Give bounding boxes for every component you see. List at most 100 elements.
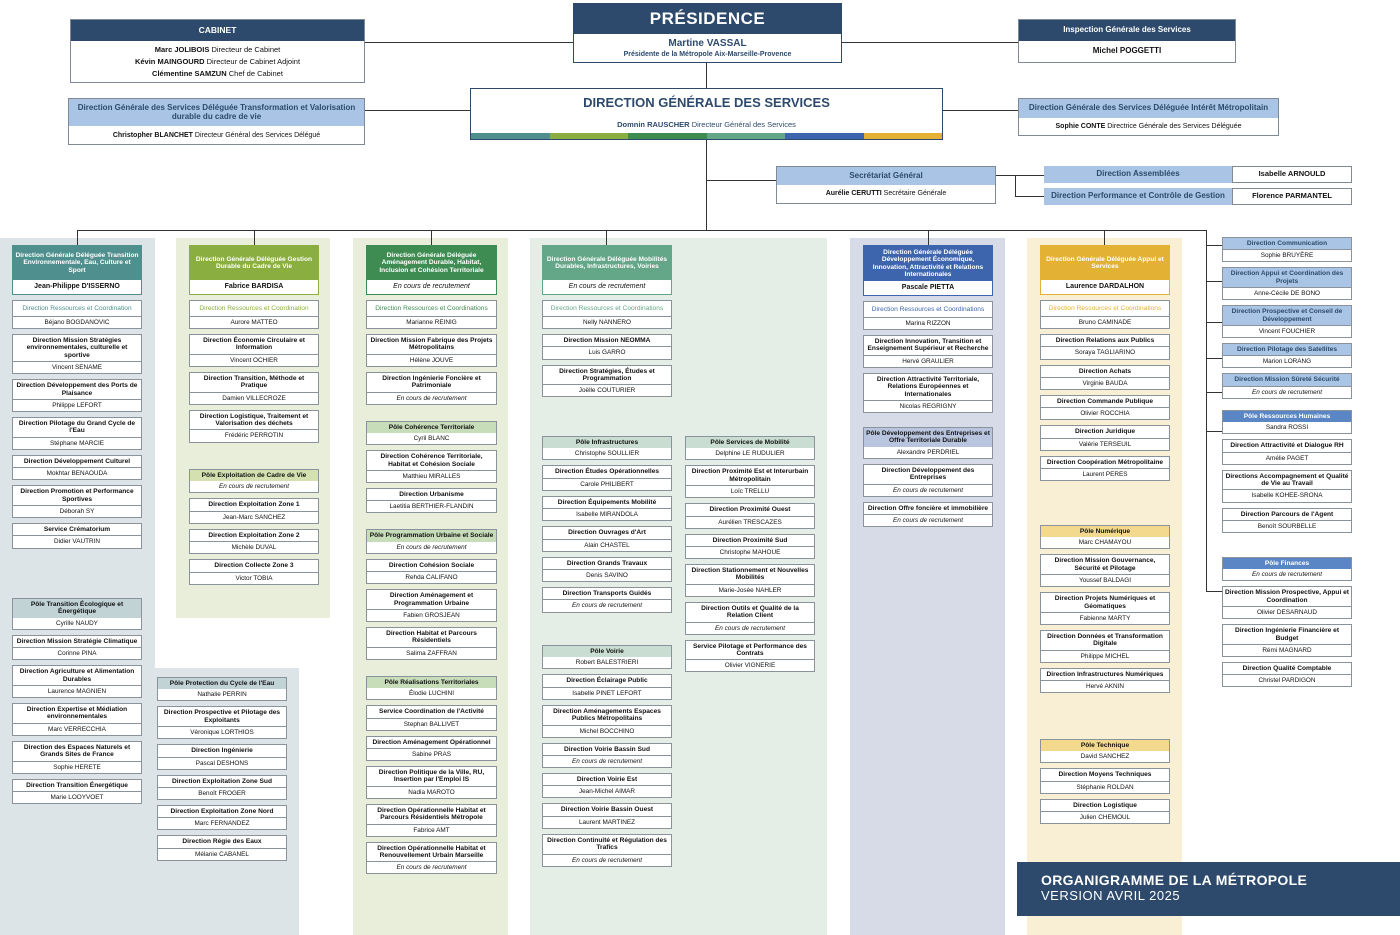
- c3-item-1: Direction Ingénierie Foncière et Patrimo…: [366, 371, 497, 405]
- c7-fin-person: En cours de recrutement: [1252, 571, 1322, 579]
- c7-item-2-person: Vincent FOUCHIER: [1258, 327, 1316, 335]
- dgsd-interet-role: Directrice Générale des Services Délégué…: [1107, 123, 1242, 131]
- c1-pole-title: Pôle Transition Écologique et Énergétiqu…: [13, 599, 141, 618]
- c3-pole-0-item-0-title: Direction Cohérence Territoriale, Habita…: [367, 451, 496, 471]
- c7-fin-item-1-person: Rémi MAGNARD: [1262, 646, 1312, 654]
- c7-item-3-title: Direction Pilotage des Satellites: [1223, 344, 1351, 357]
- c7-rh-item-2-title: Direction Parcours de l'Agent: [1223, 509, 1351, 521]
- cabinet-name-1: Marc JOLIBOIS: [154, 44, 210, 54]
- c6-tech-item-0-person: Stéphanie ROLDAN: [1076, 783, 1134, 791]
- c7-item-1: Direction Appui et Coordination des Proj…: [1222, 267, 1352, 301]
- c1-item-2-person: Stéphane MARCIE: [50, 439, 104, 447]
- c1-item-4: Direction Promotion et Performance Sport…: [12, 485, 142, 519]
- performance-name: Florence PARMANTEL: [1232, 188, 1352, 205]
- c4-item-1-person: Joëlle COUTURIER: [578, 387, 636, 395]
- dgd-appui-lead: Laurence DARDALHON: [1065, 283, 1145, 290]
- dgs-title: DIRECTION GÉNÉRALE DES SERVICES: [583, 95, 830, 111]
- c3-pole-2-item-1-person: Sabine PRAS: [411, 751, 452, 758]
- c3-pole-2-item-4-title: Direction Opérationnelle Habitat et Reno…: [367, 843, 496, 863]
- c6-num-item-3-title: Direction Infrastructures Numériques: [1041, 669, 1169, 682]
- c4-voirie-item-5: Direction Continuité et Régulation des T…: [542, 833, 672, 867]
- c4-svc-item-4: Direction Outils et Qualité de la Relati…: [685, 601, 815, 635]
- cabinet-role-2: Directeur de Cabinet Adjoint: [206, 56, 301, 66]
- c6-num-item-0: Direction Mission Gouvernance, Sécurité …: [1040, 554, 1170, 588]
- c4-svc-item-5-title: Service Pilotage et Performance des Cont…: [686, 641, 814, 661]
- c4-voirie-item-0-title: Direction Éclairage Public: [543, 675, 671, 688]
- c3-rc-person: Marianne REINIG: [406, 319, 457, 327]
- eau-item-3-person: Marc FERNANDEZ: [194, 820, 250, 828]
- c4-rc-title: Direction Ressources et Coordinations: [543, 301, 671, 318]
- c1-item-3-person: Mokhtar BENAOUDA: [46, 470, 108, 478]
- eau-item-3-title: Direction Exploitation Zone Nord: [158, 806, 286, 819]
- c1-pole-item-3-person: Sophie HERETE: [53, 763, 101, 771]
- dgsd-interet-title: Direction Générale des Services Déléguée…: [1019, 99, 1278, 118]
- secretariat-box: Secrétariat Général Aurélie CERUTTI Secr…: [776, 166, 996, 204]
- c3-pole-0-person: Cyril BLANC: [413, 435, 450, 443]
- c1-item-3-title: Direction Développement Culturel: [13, 456, 141, 469]
- c4-svc-item-2-title: Direction Proximité Sud: [686, 535, 814, 548]
- footer-title: ORGANIGRAMME DE LA MÉTROPOLE: [1041, 872, 1308, 888]
- c1-item-1-title: Direction Développement des Ports de Pla…: [13, 380, 141, 401]
- c4-infra-item-3-title: Direction Grands Travaux: [543, 558, 671, 571]
- dgd-dev-eco-title: Direction Générale Déléguée Développemen…: [864, 246, 992, 281]
- c5-pole-title: Pôle Développement des Entreprises et Of…: [864, 428, 992, 447]
- c5-spacer: [863, 418, 993, 422]
- c6-num-item-2-person: Philippe MICHEL: [1080, 652, 1130, 660]
- dgd-dev-eco-lead: Pascale PIETTA: [901, 284, 955, 291]
- c1-item-2: Direction Pilotage du Grand Cycle de l'E…: [12, 417, 142, 450]
- dgd-transition-lead: Jean-Philippe D'ISSERNO: [34, 283, 120, 290]
- c7-item-2-title: Direction Prospective et Conseil de Déve…: [1223, 306, 1351, 326]
- c7-item-2: Direction Prospective et Conseil de Déve…: [1222, 305, 1352, 339]
- c7-fin-item-0-title: Direction Mission Prospective, Appui et …: [1223, 587, 1351, 608]
- c5-rc-title: Direction Ressources et Coordinations: [864, 302, 992, 319]
- presidence-role: Présidente de la Métropole Aix-Marseille…: [623, 51, 792, 59]
- c2-rc-title: Direction Ressources et Coordination: [190, 301, 318, 318]
- c5-pole-item-0-person: En cours de recrutement: [893, 486, 963, 494]
- c6-tech-person: David SANCHEZ: [1080, 753, 1130, 761]
- c7-item-0-title: Direction Communication: [1223, 238, 1351, 251]
- dgd-appui: Direction Générale Déléguée Appui et Ser…: [1040, 245, 1170, 295]
- c4-svc-title: Pôle Services de Mobilité: [686, 437, 814, 449]
- c3-spacer-0: [366, 410, 497, 416]
- inspection-name: Michel POGGETTI: [1092, 46, 1162, 56]
- c6-tech-item-0-title: Direction Moyens Techniques: [1041, 769, 1169, 782]
- c4-item-0-person: Luis GARRO: [588, 349, 626, 357]
- c4-voirie-item-2-title: Direction Voirie Bassin Sud: [543, 744, 671, 757]
- assemblees-name: Isabelle ARNOULD: [1232, 166, 1352, 183]
- c3-pole-1-item-1-person: Fabien GROSJEAN: [403, 611, 460, 619]
- c4-voirie-item-5-title: Direction Continuité et Régulation des T…: [543, 835, 671, 855]
- c2-item-2: Direction Logistique, Traitement et Valo…: [189, 409, 319, 443]
- c1-item-0-title: Direction Mission Stratégies environneme…: [13, 335, 141, 363]
- column-mobilites: Direction Générale Déléguée Mobilités Du…: [542, 245, 672, 398]
- c4-svc-item-0-person: Loïc TRELLU: [730, 488, 770, 496]
- assemblees-title: Direction Assemblées: [1044, 166, 1232, 183]
- eau-item-0-title: Direction Prospective et Pilotage des Ex…: [158, 707, 286, 728]
- c7-rh-item-1-person: Isabelle KOHEE-SRONA: [1251, 492, 1323, 500]
- c4-svc-item-3-person: Marie-Josée NAHLER: [718, 586, 782, 594]
- c4-svc-item-5-person: Olivier VIGNERIE: [724, 662, 776, 670]
- secretariat-role: Secrétaire Générale: [883, 190, 947, 198]
- c4-infra-item-2-title: Direction Ouvrages d'Art: [543, 527, 671, 540]
- secretariat-title: Secrétariat Général: [777, 167, 995, 185]
- c7-fin-item-0-person: Olivier DESARNAUD: [1256, 609, 1317, 617]
- inspection-title: Inspection Générale des Services: [1019, 20, 1235, 41]
- pole-eau-title: Pôle Protection du Cycle de l'Eau: [158, 678, 286, 690]
- eau-item-2-person: Benoît FROGER: [198, 790, 246, 798]
